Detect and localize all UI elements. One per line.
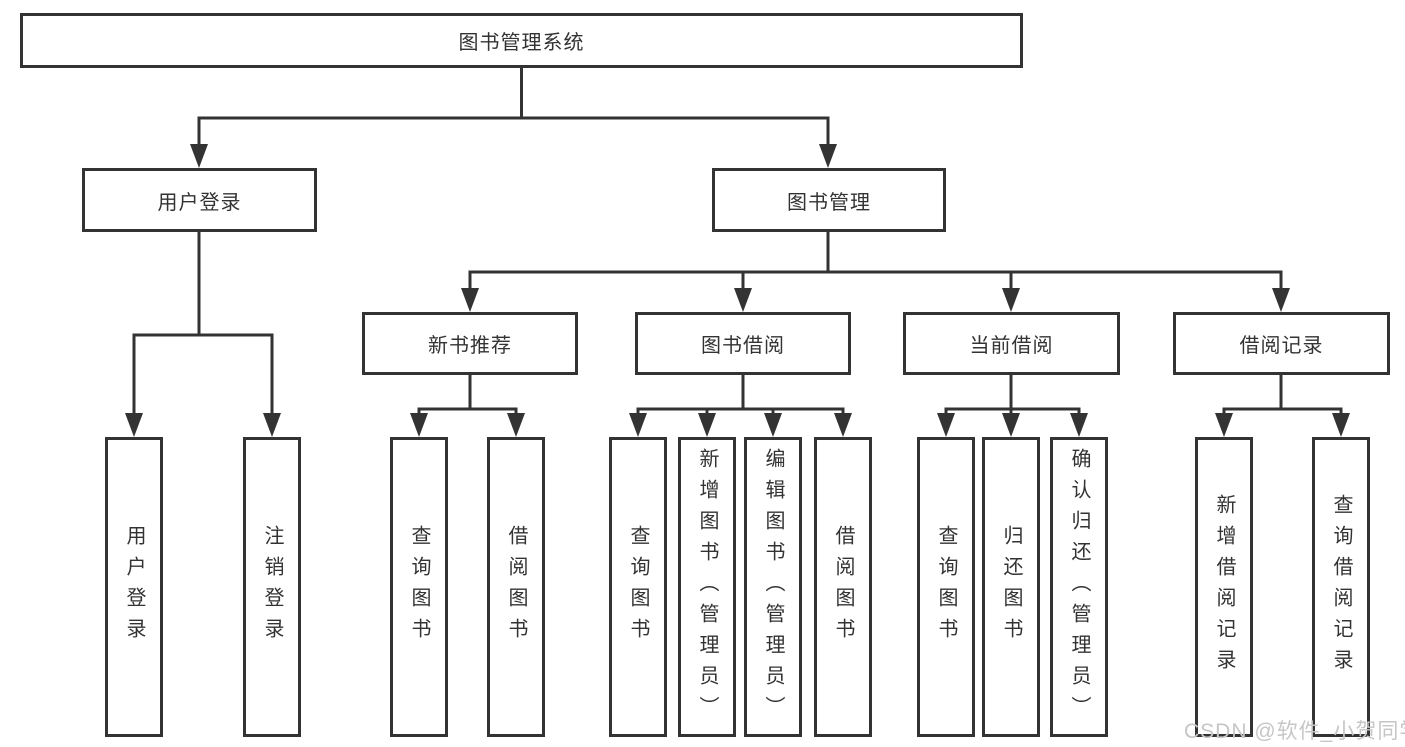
node-user-login: 用户登录 xyxy=(82,168,317,232)
leaf-logout: 注销登录 xyxy=(243,437,301,737)
node-current-borrowing-label: 当前借阅 xyxy=(969,335,1054,357)
arrowheads xyxy=(125,144,1350,437)
leaf-edit-books-admin: 编辑图书（管理员） xyxy=(744,437,802,737)
leaf-edit-books-admin-label: 编辑图书（管理员） xyxy=(762,447,784,727)
leaf-borrow-books-borrow: 借阅图书 xyxy=(814,437,872,737)
node-book-management: 图书管理 xyxy=(712,168,946,232)
leaf-query-books-current-label: 查询图书 xyxy=(935,525,957,649)
leaf-query-books-newbooks: 查询图书 xyxy=(390,437,448,737)
leaf-add-borrow-record: 新增借阅记录 xyxy=(1195,437,1253,737)
leaf-return-books: 归还图书 xyxy=(982,437,1040,737)
node-root-label: 图书管理系统 xyxy=(458,32,585,54)
leaf-query-borrow-record-label: 查询借阅记录 xyxy=(1330,494,1352,680)
leaf-user-login: 用户登录 xyxy=(105,437,163,737)
leaf-borrow-books-borrow-label: 借阅图书 xyxy=(832,525,854,649)
leaf-confirm-return-admin: 确认归还（管理员） xyxy=(1050,437,1108,737)
node-new-book-recommend: 新书推荐 xyxy=(362,312,578,375)
node-borrow-records: 借阅记录 xyxy=(1173,312,1390,375)
node-current-borrowing: 当前借阅 xyxy=(903,312,1120,375)
node-book-borrowing: 图书借阅 xyxy=(635,312,851,375)
leaf-logout-label: 注销登录 xyxy=(261,525,283,649)
leaf-add-books-admin-label: 新增图书（管理员） xyxy=(696,447,718,727)
leaf-return-books-label: 归还图书 xyxy=(1000,525,1022,649)
node-book-borrowing-label: 图书借阅 xyxy=(701,335,785,357)
leaf-query-books-newbooks-label: 查询图书 xyxy=(408,525,430,649)
leaf-add-borrow-record-label: 新增借阅记录 xyxy=(1213,494,1235,680)
leaf-add-books-admin: 新增图书（管理员） xyxy=(678,437,736,737)
node-book-management-label: 图书管理 xyxy=(787,191,871,214)
leaf-query-books-borrow-label: 查询图书 xyxy=(627,525,649,649)
leaf-query-books-current: 查询图书 xyxy=(917,437,975,737)
leaf-user-login-label: 用户登录 xyxy=(123,525,145,649)
node-user-login-label: 用户登录 xyxy=(157,191,242,214)
leaf-borrow-books-newbooks-label: 借阅图书 xyxy=(505,525,527,649)
csdn-watermark: CSDN @软件_小贺同学 xyxy=(1184,720,1405,743)
node-root: 图书管理系统 xyxy=(20,13,1023,68)
leaf-confirm-return-admin-label: 确认归还（管理员） xyxy=(1068,447,1090,727)
leaf-query-books-borrow: 查询图书 xyxy=(609,437,667,737)
leaf-borrow-books-newbooks: 借阅图书 xyxy=(487,437,545,737)
node-borrow-records-label: 借阅记录 xyxy=(1239,335,1324,357)
leaf-query-borrow-record: 查询借阅记录 xyxy=(1312,437,1370,737)
node-new-book-recommend-label: 新书推荐 xyxy=(428,335,512,357)
